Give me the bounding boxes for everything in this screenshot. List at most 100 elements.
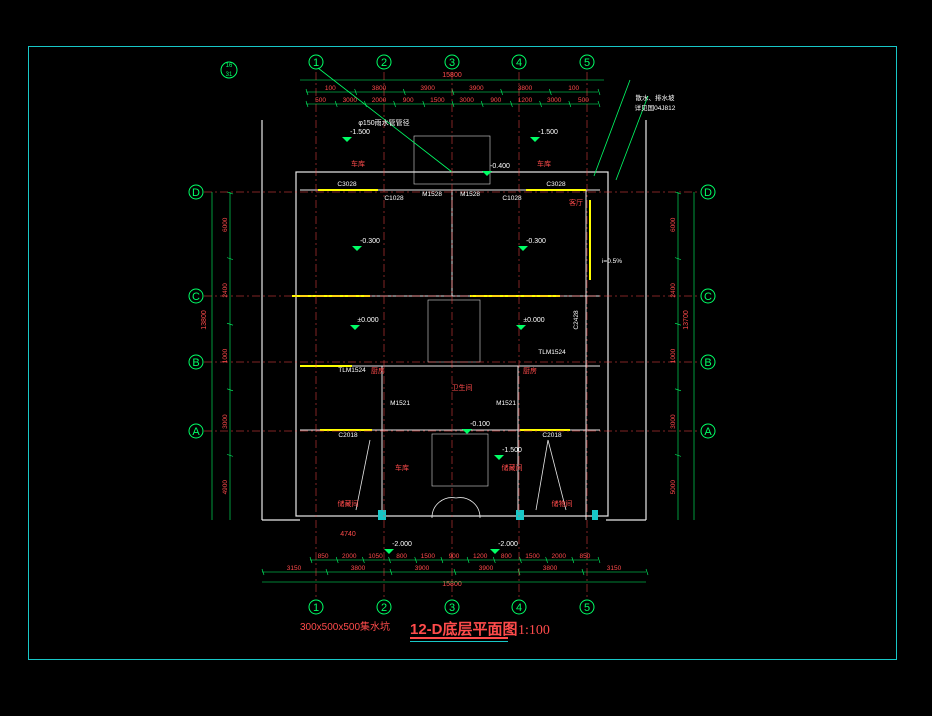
dim-top-detail-tick bbox=[305, 100, 309, 108]
dim-top-bays-value: 3800 bbox=[372, 85, 387, 92]
axis-label-row-A: A bbox=[704, 426, 712, 438]
dim-top-detail-tick bbox=[422, 100, 426, 108]
dim-right-segments-value: 6000 bbox=[670, 217, 677, 232]
dim-bottom-outer-value: 3150 bbox=[287, 565, 302, 572]
dim-right-segments-tick bbox=[674, 191, 682, 195]
dim-bottom-outer-tick bbox=[645, 568, 649, 576]
dim-bottom-detail-tick bbox=[466, 556, 470, 564]
dim-left-segments-tick bbox=[226, 257, 234, 260]
dim-left-segments-tick bbox=[226, 191, 234, 195]
level-text: -1.500 bbox=[538, 129, 558, 136]
dim-bottom-detail-value: 850 bbox=[579, 553, 590, 560]
dim-left-segments-tick bbox=[226, 388, 234, 392]
dim-right-segments-value: 3000 bbox=[670, 414, 677, 429]
index-mark-top: 16 bbox=[226, 63, 233, 69]
dim-left-segments-value: 1000 bbox=[222, 348, 229, 363]
dim-right-segments-tick bbox=[674, 257, 682, 260]
dim-top-detail-tick bbox=[480, 100, 484, 108]
room-name: 车库 bbox=[537, 159, 551, 168]
level-marker bbox=[350, 325, 360, 330]
dim-top-detail-tick bbox=[451, 100, 455, 108]
axis-label-col-1: 1 bbox=[313, 57, 319, 69]
index-mark bbox=[220, 61, 238, 79]
dim-top-detail-tick bbox=[393, 100, 396, 108]
dim-bottom-detail-tick bbox=[309, 556, 313, 564]
axis-bubble-row-B bbox=[188, 354, 204, 370]
title-underline-thin bbox=[410, 641, 508, 642]
dim-top-bays-value: 3900 bbox=[420, 85, 435, 92]
dim-bottom-detail-value: 900 bbox=[449, 553, 460, 560]
dim-bottom-detail-tick bbox=[519, 556, 522, 564]
dim-top-bays-tick bbox=[500, 88, 503, 96]
level-text: -2.000 bbox=[392, 541, 412, 548]
axis-label-col-5: 5 bbox=[584, 57, 590, 69]
dim-top-detail-value: 900 bbox=[403, 97, 414, 104]
dim-top-bays-value: 3900 bbox=[469, 85, 484, 92]
sump-note: 300x500x500集水坑 bbox=[300, 622, 391, 633]
room-name: 车库 bbox=[351, 159, 365, 168]
level-text: -0.300 bbox=[526, 238, 546, 245]
axis-label-col-4: 4 bbox=[516, 602, 522, 614]
door-window-code: M1521 bbox=[390, 400, 410, 407]
level-text: -0.100 bbox=[470, 421, 490, 428]
dim-bottom-outer-value: 3800 bbox=[543, 565, 558, 572]
level-marker bbox=[384, 549, 394, 554]
level-marker bbox=[530, 137, 540, 142]
axis-label-row-B: B bbox=[192, 357, 199, 369]
dim-bottom-detail-value: 2000 bbox=[551, 553, 566, 560]
axis-bubble-col-5 bbox=[579, 54, 595, 70]
dim-bottom-detail-tick bbox=[545, 556, 548, 564]
dim-top-bays-tick bbox=[354, 88, 357, 96]
door-window-code: C2428 bbox=[573, 310, 580, 330]
dim-bottom-detail-tick bbox=[571, 556, 575, 564]
dim-top-detail-tick bbox=[597, 100, 601, 108]
level-marker bbox=[518, 246, 528, 251]
dim-bottom-detail-tick bbox=[414, 556, 418, 564]
dim-top-detail-value: 500 bbox=[315, 97, 326, 104]
axis-label-col-1: 1 bbox=[313, 602, 319, 614]
axis-bubble-col-3 bbox=[444, 599, 460, 615]
dim-top-bays-value: 100 bbox=[568, 85, 579, 92]
axis-bubble-row-A bbox=[188, 423, 204, 439]
cyan-blocks bbox=[378, 510, 598, 520]
axis-label-row-D: D bbox=[704, 187, 712, 199]
door-window-code: C3028 bbox=[337, 181, 357, 188]
dim-top-bays-value: 3800 bbox=[518, 85, 533, 92]
axis-label-row-A: A bbox=[192, 426, 200, 438]
door-window-code: C2018 bbox=[338, 432, 358, 439]
level-text: -1.500 bbox=[502, 447, 522, 454]
dim-bottom-outer-tick bbox=[261, 568, 265, 576]
level-text: -0.300 bbox=[360, 238, 380, 245]
dim-right-segments-tick bbox=[674, 388, 682, 392]
axis-label-row-C: C bbox=[704, 291, 712, 303]
door-window-code: C2018 bbox=[542, 432, 562, 439]
room-name: 储藏间 bbox=[502, 463, 523, 472]
axis-label-col-5: 5 bbox=[584, 602, 590, 614]
dim-bottom-detail-value: 800 bbox=[396, 553, 407, 560]
dim-bottom-outer-value: 3800 bbox=[351, 565, 366, 572]
door-window-code: M1521 bbox=[496, 400, 516, 407]
dim-top-detail-value: 2000 bbox=[372, 97, 387, 104]
axis-bubble-col-2 bbox=[376, 599, 392, 615]
dim-top-detail-value: 1500 bbox=[430, 97, 445, 104]
axis-bubble-row-D bbox=[188, 184, 204, 200]
level-text: ±0.000 bbox=[357, 317, 378, 324]
outer-wall-lines bbox=[261, 120, 647, 521]
garage-door-swings bbox=[355, 439, 567, 519]
label-layer: -1.500-1.500-0.300-0.300±0.000±0.000-0.4… bbox=[337, 93, 676, 554]
dim-left-segments-value: 6000 bbox=[222, 217, 229, 232]
level-text: -1.500 bbox=[350, 129, 370, 136]
level-text: ±0.000 bbox=[523, 317, 544, 324]
room-name: 车库 bbox=[395, 463, 409, 472]
axis-label-row-C: C bbox=[192, 291, 200, 303]
dim-left-segments-value: 4900 bbox=[222, 480, 229, 495]
level-text: -2.000 bbox=[498, 541, 518, 548]
dim-bottom-detail-value: 1500 bbox=[421, 553, 436, 560]
axis-bubble-col-3 bbox=[444, 54, 460, 70]
dim-top-bays-tick bbox=[597, 88, 601, 96]
dim-top-detail-value: 3000 bbox=[547, 97, 562, 104]
dim-left-segments-tick bbox=[226, 454, 234, 457]
dim-right-segments-tick bbox=[674, 454, 682, 457]
door-window-code: C3028 bbox=[546, 181, 566, 188]
